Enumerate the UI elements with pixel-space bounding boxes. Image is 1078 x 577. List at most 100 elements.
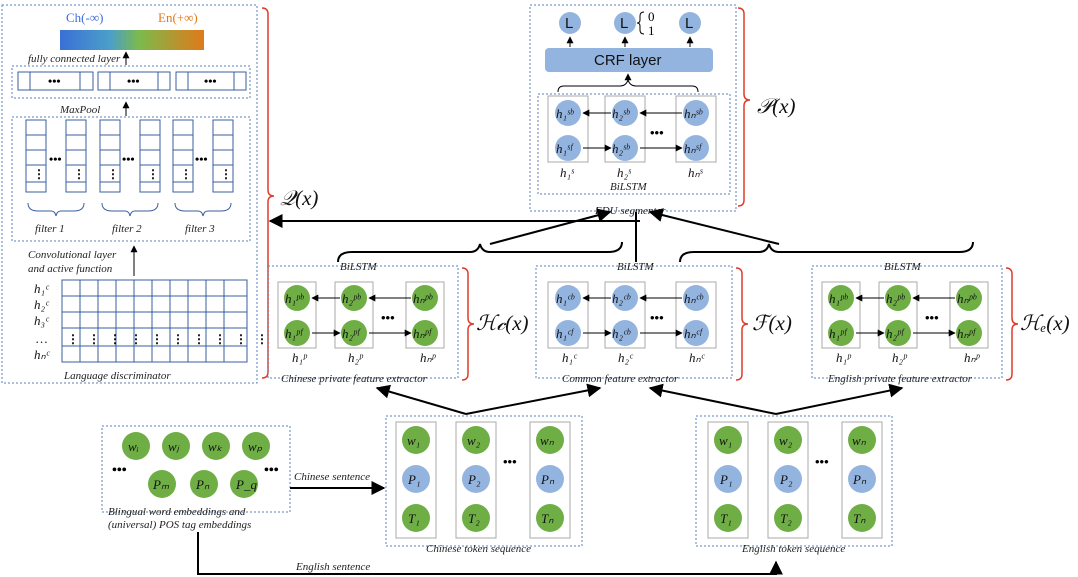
svg-text:T₁: T₁ bbox=[408, 511, 420, 526]
svg-text:hₙᵖ: hₙᵖ bbox=[420, 350, 437, 365]
p-label: 𝒫(x) bbox=[757, 94, 795, 118]
embeddings-title-2: (universal) POS tag embeddings bbox=[108, 519, 251, 531]
svg-text:h₂ˢ: h₂ˢ bbox=[617, 165, 632, 180]
svg-text:•••: ••• bbox=[122, 152, 135, 166]
f-func-label: ℱ(x) bbox=[752, 311, 792, 335]
svg-text:h₁ᶜ: h₁ᶜ bbox=[562, 350, 578, 365]
language-discriminator: Ch(-∞) En(+∞) fully connected layer ••• … bbox=[1, 4, 268, 384]
pos-embedding-node bbox=[148, 470, 176, 498]
svg-text:⋮: ⋮ bbox=[220, 167, 232, 181]
svg-text:h₂ᵖ: h₂ᵖ bbox=[348, 350, 364, 365]
svg-text:w₂: w₂ bbox=[467, 433, 481, 448]
svg-text:wₙ: wₙ bbox=[540, 433, 555, 448]
svg-text:•••: ••• bbox=[195, 152, 208, 166]
svg-text:•••: ••• bbox=[48, 74, 61, 88]
word-embedding-node bbox=[202, 432, 230, 460]
svg-text:w₁: w₁ bbox=[719, 433, 732, 448]
svg-text:hₙᵖᶠ: hₙᵖᶠ bbox=[957, 326, 976, 341]
filter-1-label: filter 1 bbox=[35, 223, 65, 235]
svg-text:P₂: P₂ bbox=[779, 472, 793, 487]
svg-text:hₙᵖᶠ: hₙᵖᶠ bbox=[413, 326, 432, 341]
language-gradient-bar bbox=[60, 30, 204, 50]
svg-text:•••: ••• bbox=[925, 310, 939, 325]
svg-text:h₂ᵖᶠ: h₂ᵖᶠ bbox=[886, 326, 905, 341]
svg-text:h₂ᶜ: h₂ᶜ bbox=[618, 350, 634, 365]
l-text-2: L bbox=[620, 15, 628, 32]
svg-text:h₂ᵖ: h₂ᵖ bbox=[892, 350, 908, 365]
hc-label-2: h₂ᶜ bbox=[34, 297, 50, 312]
svg-text:Pₙ: Pₙ bbox=[195, 477, 210, 492]
embeddings-title-1: Blingual word embeddings and bbox=[108, 506, 246, 518]
svg-text:•••: ••• bbox=[127, 74, 140, 88]
svg-text:•••: ••• bbox=[815, 454, 829, 469]
english-sentence-label: English sentence bbox=[295, 561, 370, 573]
l-text-1: L bbox=[565, 15, 573, 32]
filter-3-label: filter 3 bbox=[185, 223, 215, 235]
chinese-seq-title: Chinese token sequence bbox=[426, 543, 531, 555]
segmenter-bilstm-label: BiLSTM bbox=[610, 181, 648, 193]
svg-text:Pₙ: Pₙ bbox=[540, 472, 555, 487]
hc-func-label: ℋ𝒸(x) bbox=[476, 311, 529, 335]
svg-text:h₂ᵖᵇ: h₂ᵖᵇ bbox=[342, 291, 362, 306]
svg-text:h₁ᶜᶠ: h₁ᶜᶠ bbox=[556, 326, 574, 341]
discriminator-title: Language discriminator bbox=[63, 370, 171, 382]
svg-text:Tₙ: Tₙ bbox=[541, 511, 554, 526]
discriminator-border bbox=[1, 4, 258, 384]
svg-text:⋮: ⋮ bbox=[147, 167, 159, 181]
output-l-3 bbox=[679, 12, 701, 34]
svg-text:h₂ᶜᵇ: h₂ᶜᵇ bbox=[612, 326, 631, 341]
svg-text:w₁: w₁ bbox=[407, 433, 420, 448]
svg-text:h₁ˢ: h₁ˢ bbox=[560, 165, 575, 180]
svg-text:T₂: T₂ bbox=[468, 511, 480, 526]
svg-text:•••: ••• bbox=[503, 454, 517, 469]
fc-vectors bbox=[17, 71, 247, 91]
svg-text:P₂: P₂ bbox=[467, 472, 481, 487]
binary-top: 0 bbox=[648, 9, 655, 24]
hc-label-3: h₃ᶜ bbox=[34, 313, 50, 328]
svg-text:h₁ᵖᵇ: h₁ᵖᵇ bbox=[829, 291, 849, 306]
svg-text:h₁ˢᶠ: h₁ˢᶠ bbox=[556, 141, 574, 156]
svg-text:T₁: T₁ bbox=[720, 511, 732, 526]
common-bilstm-label: BiLSTM bbox=[617, 261, 655, 273]
svg-text:•••: ••• bbox=[204, 74, 217, 88]
svg-text:⋮: ⋮ bbox=[33, 167, 45, 181]
svg-text:wᵢ: wᵢ bbox=[128, 439, 139, 454]
svg-text:hₙᵖᵇ: hₙᵖᵇ bbox=[957, 291, 977, 306]
svg-text:•••: ••• bbox=[49, 152, 62, 166]
svg-text:wₙ: wₙ bbox=[852, 433, 867, 448]
svg-text:h₁ᵖᶠ: h₁ᵖᶠ bbox=[285, 326, 304, 341]
filter-2-label: filter 2 bbox=[112, 223, 142, 235]
svg-text:hₙᶜ: hₙᶜ bbox=[689, 350, 706, 365]
svg-text:h₂ᵖᵇ: h₂ᵖᵇ bbox=[886, 291, 906, 306]
ch-label: Ch(-∞) bbox=[66, 10, 103, 25]
conv-label-2: and active function bbox=[28, 263, 113, 275]
crf-label: CRF layer bbox=[594, 52, 662, 69]
ep-title: English private feature extractor bbox=[827, 373, 973, 385]
svg-text:P_q: P_q bbox=[235, 477, 257, 492]
svg-text:P₁: P₁ bbox=[719, 472, 732, 487]
common-title: Common feature extractor bbox=[562, 373, 679, 385]
svg-text:h₁ˢᵇ: h₁ˢᵇ bbox=[556, 106, 575, 121]
english-seq-title: English token sequence bbox=[741, 543, 845, 555]
svg-text:wₖ: wₖ bbox=[208, 439, 223, 454]
svg-text:•••: ••• bbox=[381, 310, 395, 325]
pos-embedding-node bbox=[190, 470, 218, 498]
svg-text:⋮: ⋮ bbox=[180, 167, 192, 181]
svg-text:hₙˢ: hₙˢ bbox=[688, 165, 704, 180]
conv-label-1: Convolutional layer bbox=[28, 249, 117, 261]
svg-text:•••: ••• bbox=[650, 310, 664, 325]
svg-text:w₂: w₂ bbox=[779, 433, 793, 448]
ep-bilstm-label: BiLSTM bbox=[884, 261, 922, 273]
svg-text:P₁: P₁ bbox=[407, 472, 420, 487]
l-text-3: L bbox=[685, 15, 693, 32]
p-bracket bbox=[737, 7, 751, 207]
svg-text:h₁ᵖᵇ: h₁ᵖᵇ bbox=[285, 291, 305, 306]
svg-text:hₙᵖ: hₙᵖ bbox=[964, 350, 981, 365]
word-embedding-node bbox=[242, 432, 270, 460]
svg-text:h₁ᵖ: h₁ᵖ bbox=[836, 350, 852, 365]
svg-text:⋮: ⋮ bbox=[73, 167, 85, 181]
